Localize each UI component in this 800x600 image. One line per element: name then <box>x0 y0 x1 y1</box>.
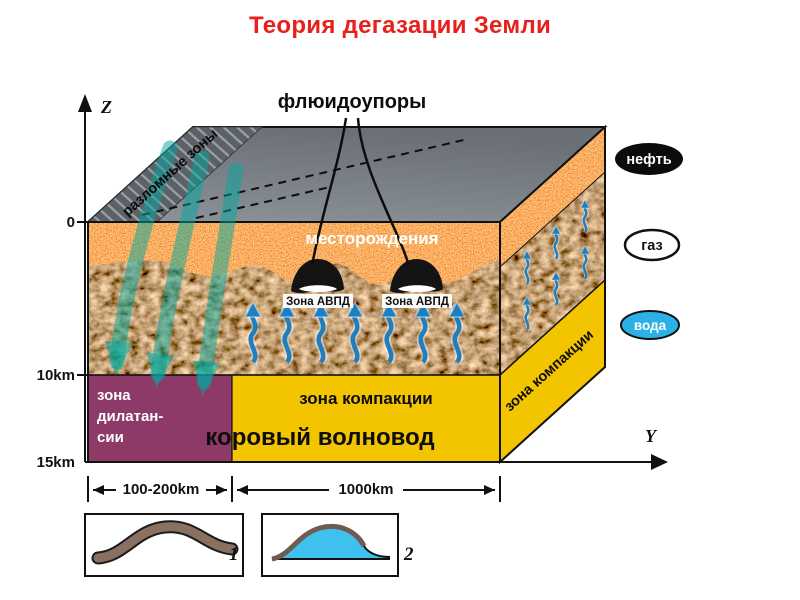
dilatancy-label-line2: дилатан- <box>97 408 163 425</box>
legend-gas: газ <box>623 228 681 262</box>
y-axis: Y <box>85 426 668 470</box>
profile-legend-box-2: 2 <box>261 513 414 577</box>
fluid-seal-lines <box>310 117 411 267</box>
waveguide-label: коровый волновод <box>205 424 434 451</box>
z-axis: Z 0 10km 15km <box>37 94 112 471</box>
gas-label: газ <box>641 238 663 254</box>
z-axis-label: Z <box>100 97 112 117</box>
depth-10km-label: 10km <box>37 367 75 384</box>
oil-label: нефть <box>626 152 671 168</box>
legend-water: вода <box>620 310 680 340</box>
page-title: Теория дегазации Земли <box>248 12 552 39</box>
compaction-label-front: зона компакции <box>299 389 432 408</box>
avpd-label-bg-left <box>283 294 353 308</box>
scale-right-label: 1000km <box>338 481 393 498</box>
fluid-seals-label: флюидоупоры <box>278 91 426 113</box>
anticline-trap-left <box>291 258 344 294</box>
water-label: вода <box>634 318 667 333</box>
avpd-label-right: Зона АВПД <box>385 296 449 308</box>
z-axis-arrow-icon <box>78 94 92 112</box>
avpd-label-bg-right <box>382 294 452 308</box>
water-trap-cap <box>271 524 367 562</box>
y-axis-arrow-icon <box>651 454 668 470</box>
block-front-face <box>87 222 501 463</box>
legend-oil: нефть <box>615 143 683 175</box>
depth-15km-label: 15km <box>37 454 75 471</box>
scale-bars <box>87 476 501 502</box>
profile-legend-1-label: 1 <box>229 544 239 565</box>
profile-legend-box-1: 1 <box>84 513 244 577</box>
avpd-label-left: Зона АВПД <box>286 296 350 308</box>
gas-ellipse-icon <box>623 228 681 262</box>
dilatancy-label-line1: зона <box>97 387 131 404</box>
deposits-label: месторождения <box>305 229 438 248</box>
scale-left-label: 100-200km <box>123 481 200 498</box>
dilatancy-label-line3: сии <box>97 429 124 446</box>
dashed-fault-line-2 <box>195 186 331 219</box>
depth-0-label: 0 <box>67 214 75 231</box>
fold-shape <box>93 522 237 563</box>
downward-flow-arrows <box>105 140 244 396</box>
y-axis-label: Y <box>645 426 658 446</box>
anticline-trap-right <box>390 258 443 294</box>
water-ellipse-icon <box>620 310 680 340</box>
oil-ellipse-icon <box>615 143 683 175</box>
profile-legend-2-label: 2 <box>403 544 414 565</box>
compaction-zone-block <box>231 374 501 463</box>
